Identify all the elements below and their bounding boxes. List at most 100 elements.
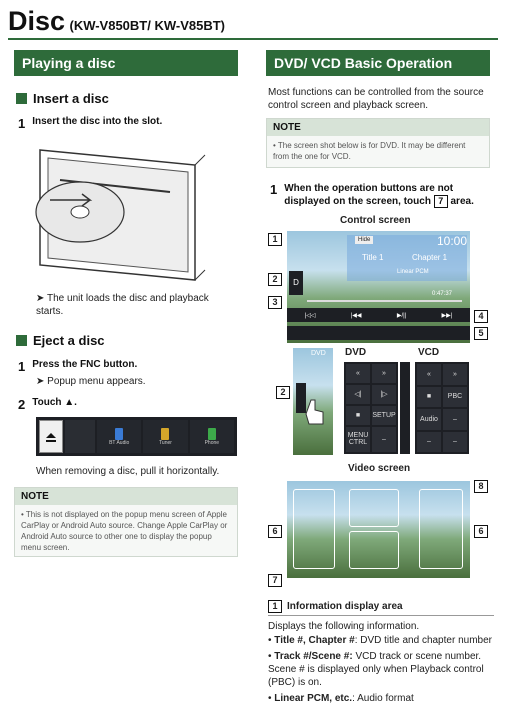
note-body-text: This is not displayed on the popup menu … [21,510,228,552]
insert-heading-text: Insert a disc [33,91,109,106]
section-heading-dvd: DVD/ VCD Basic Operation [266,50,490,76]
dvd-blank-button[interactable]: – [372,426,396,452]
result-text: Popup menu appears. [47,376,146,387]
info-item: • Track #/Scene #: VCD track or scene nu… [268,651,484,688]
vcd-blank-button-2[interactable]: – [417,431,441,452]
bottom-bar [287,326,470,340]
dvd-panel-tab[interactable] [400,362,410,454]
vcd-rewind-button[interactable]: « [417,364,441,385]
dvd-forward-button[interactable]: » [372,364,396,383]
info-item-text: VCD track or scene number. Scene # is di… [268,651,484,688]
callout-3: 3 [268,296,282,309]
callout-2: 2 [268,273,282,286]
play-pause-icon[interactable]: ▶/|| [396,312,407,319]
step-prefix: Press the [32,359,81,370]
info-item-bold: Linear PCM, etc. [274,693,353,704]
video-screen-title: Video screen [348,463,411,474]
vcd-stop-button[interactable]: ■ [417,386,441,407]
section-heading-playing: Playing a disc [14,50,238,76]
vcd-pbc-button[interactable]: PBC [443,386,467,407]
eject-heading: Eject a disc [16,333,105,348]
eject-icon [46,432,56,442]
model-text: (KW-V850BT/ KW-V85BT) [69,18,226,33]
result-text: The unit loads the disc and playback sta… [36,293,209,317]
control-screen-title: Control screen [340,215,411,226]
vcd-blank-button-3[interactable]: – [443,431,467,452]
panel-tab[interactable] [296,383,306,413]
hide-button[interactable]: Hide [355,236,374,244]
vcd-audio-button[interactable]: Audio [417,409,441,430]
popup-item-bt-audio[interactable]: BT Audio [97,420,142,453]
play-time: 0:47:37 [432,291,453,297]
control-area[interactable] [349,531,399,569]
vcd-blank-button[interactable]: – [443,409,467,430]
popup-label: BT Audio [109,439,130,446]
vcd-forward-button[interactable]: » [443,364,467,385]
prev-icon[interactable]: |◀◀ [350,312,362,319]
dvd-step-fwd-button[interactable]: |▷ [372,384,396,404]
arrow-icon: ➤ [36,293,45,304]
step-number: 2 [18,397,26,412]
page-title: Disc (KW-V850BT/ KW-V85BT) [8,6,498,40]
popup-label: Phone [204,439,220,446]
callout-7: 7 [268,574,282,587]
operation-bar: |◁◁ |◀◀ ▶/|| ▶▶| [287,308,470,322]
note-text: • This is not displayed on the popup men… [21,510,228,552]
popup-label: Tuner [159,439,172,446]
insert-result: ➤ The unit loads the disc and playback s… [36,292,236,318]
info-area-heading: 1 Information display area [268,600,494,616]
info-item: • Title #, Chapter #: DVD title and chap… [268,635,492,646]
dvd-step-back-button[interactable]: ◁| [346,384,370,404]
next-chapter-area[interactable] [419,489,463,569]
eject-note-text: When removing a disc, pull it horizontal… [36,466,220,477]
heading-marker [16,93,27,104]
eject-button[interactable] [39,420,63,453]
popup-item-tuner[interactable]: Tuner [143,420,188,453]
step-number: 1 [18,359,26,374]
eject-step-2: 2 Touch ▲. [18,397,77,412]
popup-item-phone[interactable]: Phone [189,420,234,453]
step-text: Press the FNC button. [32,359,137,374]
info-item-bold: Track #/Scene #: [274,651,353,662]
popup-blank-item [65,420,95,453]
rewind-icon[interactable]: |◁◁ [304,312,316,319]
info-item-text: : DVD title and chapter number [354,635,492,646]
clock: 10:00 [437,234,468,248]
info-list: • Title #, Chapter #: DVD title and chap… [268,634,494,705]
disc-slot-illustration [35,149,206,281]
dvd-stop-button[interactable]: ■ [346,406,370,425]
dvd-menu-ctrl-button[interactable]: MENU CTRL [346,426,370,452]
prev-chapter-area[interactable] [293,489,335,569]
dvd-button-panel: « » ◁| |▷ ■ SETUP MENU CTRL – [344,362,398,454]
dvd-rewind-button[interactable]: « [346,364,370,383]
dvd-step-1: 1 When the operation buttons are not dis… [270,182,492,208]
menu-area[interactable] [349,489,399,527]
title-text: Disc [8,6,66,36]
info-area-box: 1 [268,600,282,613]
title-number: Title 1 [362,253,384,262]
info-desc: Displays the following information. [268,621,420,632]
note-title: NOTE [267,119,489,136]
function-panel-preview: DVD [293,348,333,455]
popup-menu: BT Audio Tuner Phone [36,417,237,456]
intro-text: Most functions can be controlled from th… [268,87,484,111]
control-screen: Hide 10:00 Title 1 Chapter 1 Linear PCM … [287,231,470,343]
step-suffix: button. [100,359,138,370]
dvd-setup-button[interactable]: SETUP [372,406,396,425]
step-text: Touch ▲. [32,397,77,408]
progress-bar[interactable] [307,300,462,302]
note-title: NOTE [15,488,237,505]
hand-pointer-icon [305,399,324,425]
callout-4: 4 [474,310,488,323]
audio-format: Linear PCM [397,269,429,275]
function-panel-tab[interactable]: D [289,271,303,295]
step-text-a: When the operation buttons are not displ… [284,183,454,207]
callout-6-left: 6 [268,525,282,538]
callout-5: 5 [474,327,488,340]
vcd-panel-title: VCD [418,347,440,358]
next-icon[interactable]: ▶▶| [441,312,453,319]
arrow-icon: ➤ [36,376,45,387]
dvd-source-label: DVD [311,350,326,357]
vcd-button-panel: « » ■ PBC Audio – – – [415,362,469,454]
step-text: Insert the disc into the slot. [32,116,163,127]
